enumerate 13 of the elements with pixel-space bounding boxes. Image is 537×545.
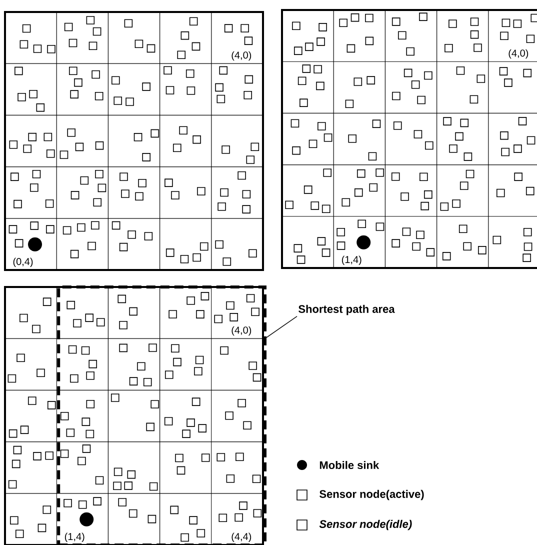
cell-label: (4,0) xyxy=(232,326,252,336)
cell-label: (4,4) xyxy=(232,532,252,542)
cell-label: (1,4) xyxy=(342,256,362,266)
cell-label: (4,0) xyxy=(232,51,252,61)
dashed-area-outline xyxy=(57,286,266,545)
cell-label: (1,4) xyxy=(64,532,84,542)
cell-label: (4,0) xyxy=(508,49,528,59)
legend-text: Sensor node(idle) xyxy=(319,520,412,530)
leader-line xyxy=(264,316,298,339)
legend-text: Sensor node(active) xyxy=(320,490,424,500)
cell-label: (0,4) xyxy=(13,258,33,268)
legend-text: Mobile sink xyxy=(320,460,380,470)
callout-text: Shortest path area xyxy=(298,304,395,316)
